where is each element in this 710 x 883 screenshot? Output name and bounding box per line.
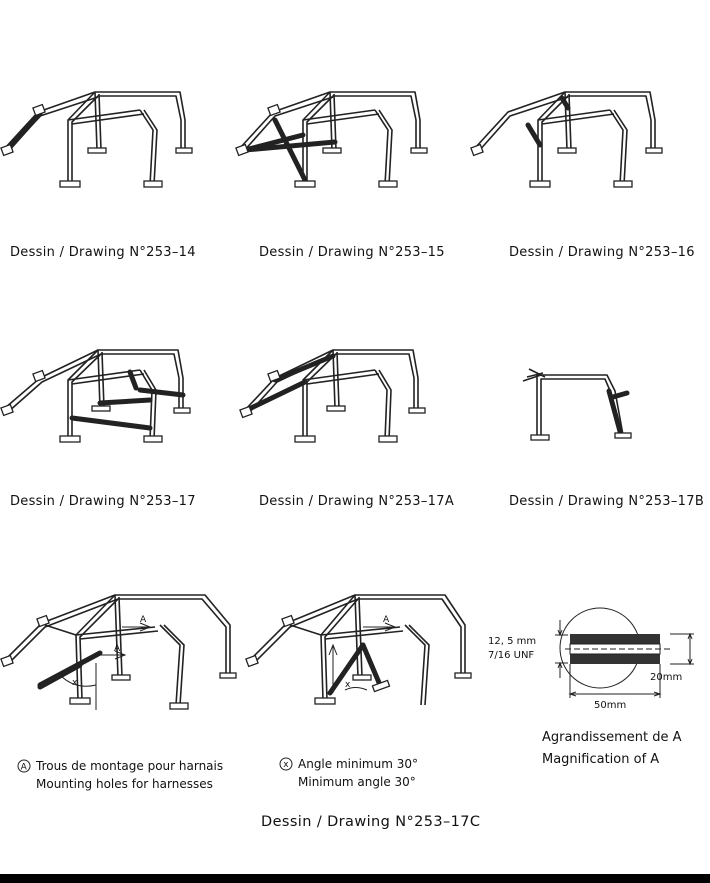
note-harness-holes-en: Mounting holes for harnesses xyxy=(36,777,213,791)
note-x-symbol: x xyxy=(279,757,293,771)
hole-a-label-2: A xyxy=(114,644,121,654)
note-min-angle-fr: Angle minimum 30° xyxy=(298,757,418,771)
angle-x-label: x xyxy=(72,678,78,688)
drawing-253-14-figure xyxy=(0,91,193,188)
note-a-symbol-letter: A xyxy=(21,763,28,773)
drawing-caption-253-17c: Dessin / Drawing N°253–17C xyxy=(261,814,481,830)
note-harness-holes-fr: Trous de montage pour harnais xyxy=(36,759,224,773)
drawing-253-17c-left-figure: x A A xyxy=(0,594,237,710)
drawing-caption-253-15: Dessin / Drawing N°253–15 xyxy=(259,245,445,260)
drawing-253-17c-right-figure: x A xyxy=(245,594,472,706)
drawing-253-17-figure xyxy=(0,349,191,443)
note-min-angle: Angle minimum 30° Minimum angle 30° xyxy=(298,755,418,791)
bottom-border xyxy=(0,874,710,883)
note-harness-holes: Trous de montage pour harnais Mounting h… xyxy=(36,757,223,793)
dim-height: 20mm xyxy=(650,672,682,683)
drawing-caption-253-17: Dessin / Drawing N°253–17 xyxy=(10,494,196,509)
drawing-caption-253-14: Dessin / Drawing N°253–14 xyxy=(10,245,196,260)
angle-x-label-2: x xyxy=(345,680,351,690)
dim-width: 50mm xyxy=(594,700,626,711)
dim-diameter-2: 7/16 UNF xyxy=(488,650,534,661)
drawing-253-17a-figure xyxy=(239,349,426,443)
drawing-253-17b-figure xyxy=(522,368,632,441)
magnification-a-figure: 12, 5 mm 7/16 UNF 50mm 20mm xyxy=(488,607,694,711)
magnification-caption-en: Magnification of A xyxy=(542,752,660,767)
magnification-caption: Agrandissement de A Magnification of A xyxy=(542,727,682,771)
note-x-symbol-letter: x xyxy=(283,760,289,770)
dim-diameter-1: 12, 5 mm xyxy=(488,636,536,647)
drawing-253-16-figure xyxy=(470,91,663,188)
hole-a-label-1: A xyxy=(140,615,147,625)
drawing-caption-253-16: Dessin / Drawing N°253–16 xyxy=(509,245,695,260)
drawing-253-15-figure xyxy=(235,91,428,188)
magnification-caption-fr: Agrandissement de A xyxy=(542,730,682,745)
note-min-angle-en: Minimum angle 30° xyxy=(298,775,416,789)
note-a-symbol: A xyxy=(17,759,31,773)
drawing-caption-253-17a: Dessin / Drawing N°253–17A xyxy=(259,494,455,509)
hole-a-label-3: A xyxy=(383,615,390,625)
drawing-caption-253-17b: Dessin / Drawing N°253–17B xyxy=(509,494,705,509)
